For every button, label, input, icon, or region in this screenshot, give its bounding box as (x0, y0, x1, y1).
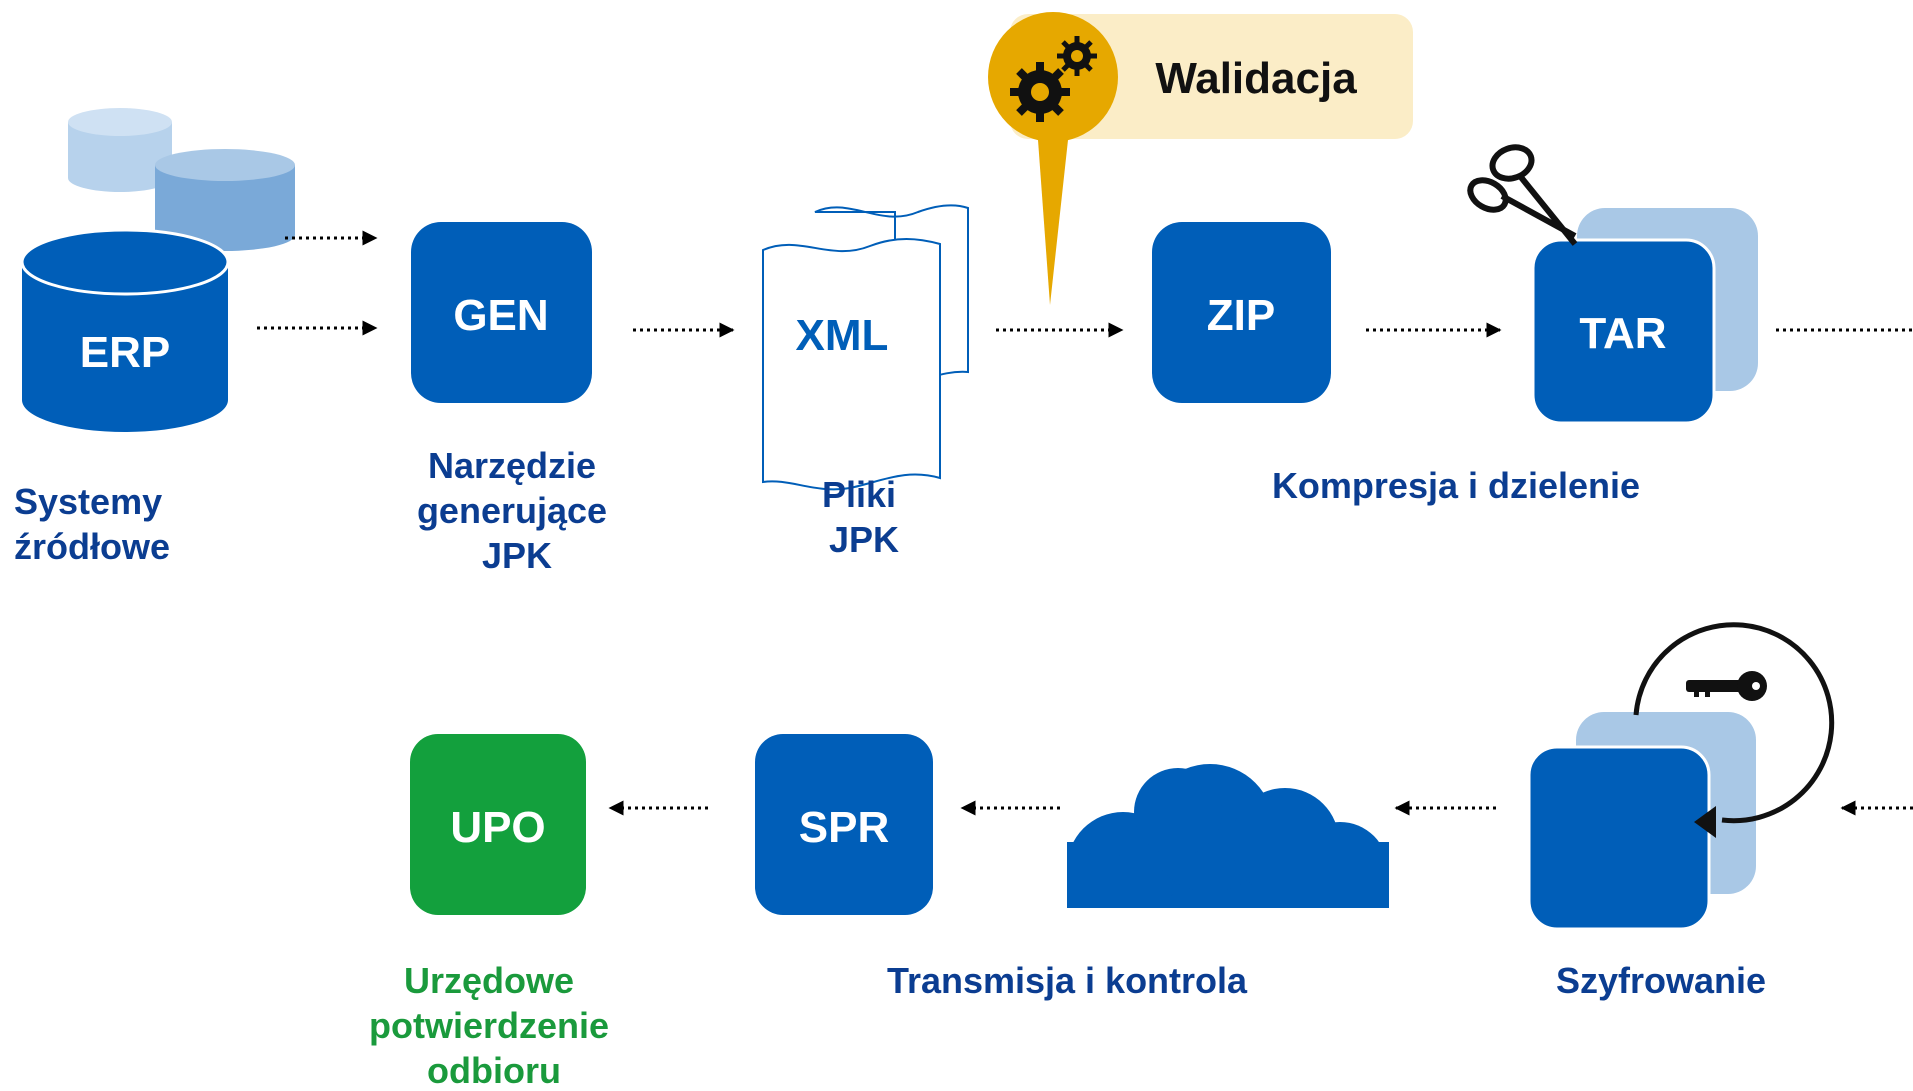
validation-callout: Walidacja (988, 12, 1413, 305)
tar-box: TAR (1531, 208, 1758, 425)
rotation-arrow-icon (1633, 622, 1835, 838)
erp-database: ERP (20, 228, 230, 432)
encryption-box (1527, 712, 1756, 931)
upo-caption: Urzędowe potwierdzenie odbioru (369, 960, 619, 1091)
gen-label: GEN (453, 291, 548, 340)
erp-caption: Systemy źródłowe (14, 481, 172, 567)
spr-label: SPR (799, 803, 889, 852)
gears-icon (1010, 36, 1097, 122)
gen-box: GEN (411, 222, 592, 403)
scissors-icon (1467, 144, 1578, 246)
encryption-caption: Szyfrowanie (1556, 960, 1766, 1001)
upo-label: UPO (450, 803, 545, 852)
tar-label: TAR (1579, 309, 1666, 358)
zip-label: ZIP (1207, 291, 1275, 340)
xml-label: XML (796, 311, 889, 360)
zip-box: ZIP (1152, 222, 1331, 403)
database-icon-medium (155, 149, 295, 251)
spr-box: SPR (755, 734, 933, 915)
database-icon-small (68, 108, 172, 192)
upo-box: UPO (410, 734, 586, 915)
validation-label: Walidacja (1155, 54, 1357, 103)
gen-caption: Narzędzie generujące JPK (417, 445, 617, 576)
erp-label: ERP (80, 328, 170, 377)
key-icon (1686, 671, 1767, 701)
compression-caption: Kompresja i dzielenie (1272, 465, 1640, 506)
transmission-caption: Transmisja i kontrola (887, 960, 1248, 1001)
cloud-icon (1067, 764, 1389, 924)
xml-caption: Pliki JPK (822, 474, 906, 560)
xml-document-icon: XML (762, 204, 969, 491)
